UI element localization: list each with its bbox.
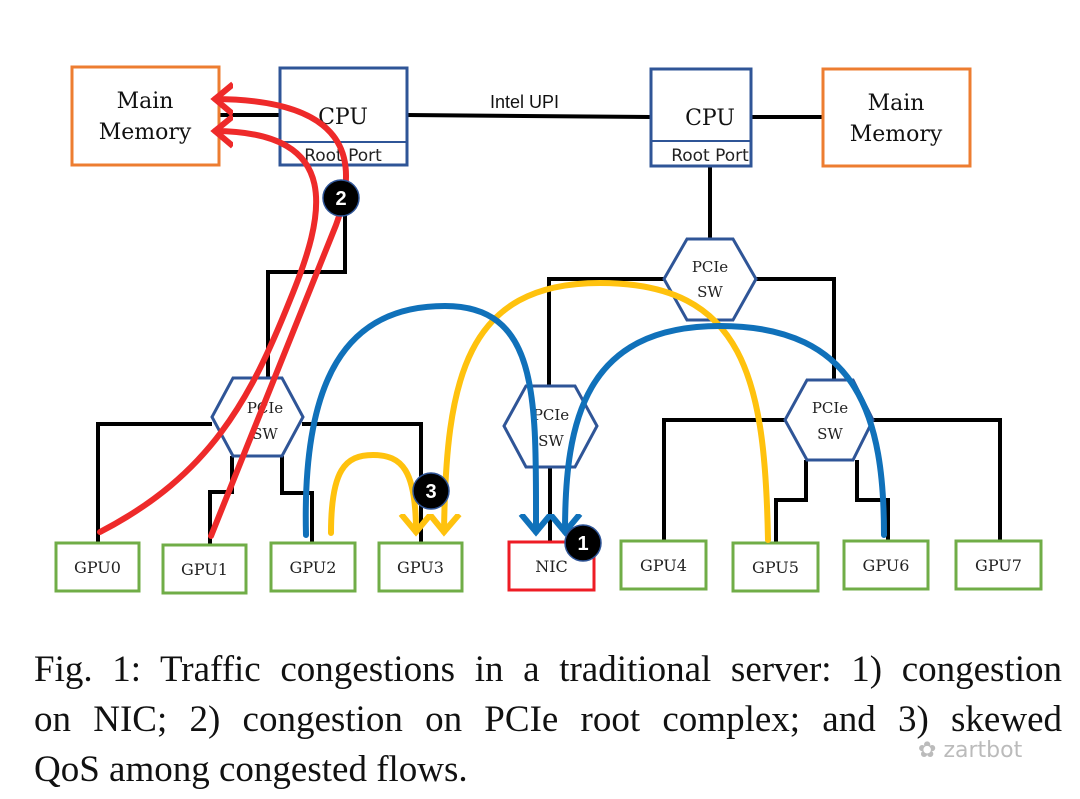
yellow-flow-gpu5-to-gpu3 bbox=[444, 279, 771, 543]
badge-number: 3 bbox=[425, 481, 436, 503]
switch-label: SW bbox=[538, 432, 564, 450]
badge-number: 2 bbox=[335, 188, 346, 210]
right-cpu: CPU Root Port bbox=[649, 67, 753, 168]
watermark-text: zartbot bbox=[943, 738, 1023, 763]
gpu-box: GPU5 bbox=[731, 541, 820, 593]
wires bbox=[96, 113, 1002, 545]
gpu-box: GPU3 bbox=[377, 541, 464, 593]
memory-label-line2: Memory bbox=[850, 122, 943, 147]
pcie-switch: PCIe SW bbox=[662, 237, 758, 322]
intel-upi-label: Intel UPI bbox=[490, 92, 559, 112]
blue-flow-gpu6-to-nic bbox=[565, 322, 887, 538]
memory-label-line1: Main bbox=[868, 91, 925, 116]
badge-congestion-2: 2 bbox=[322, 179, 360, 217]
memory-label-line1: Main bbox=[117, 89, 174, 114]
gpu-label: GPU0 bbox=[74, 558, 121, 577]
cpu-label: CPU bbox=[685, 106, 735, 131]
switch-label: SW bbox=[252, 425, 278, 443]
root-port-label: Root Port bbox=[671, 146, 749, 166]
gpu-label: GPU3 bbox=[397, 558, 444, 577]
caption-line: Fig. 1: Traffic congestions in a traditi… bbox=[34, 649, 1062, 690]
gpu-label: GPU4 bbox=[640, 556, 687, 575]
upi-link bbox=[406, 113, 651, 119]
gpu-label: GPU1 bbox=[181, 560, 228, 579]
gpu-box: GPU1 bbox=[161, 543, 248, 595]
blue-flow-gpu2-to-nic bbox=[302, 302, 536, 538]
gpu-box: GPU6 bbox=[842, 539, 930, 591]
gpu-label: GPU5 bbox=[752, 558, 799, 577]
red-flow-gpu0-to-memory bbox=[97, 131, 320, 535]
watermark: ✿ zartbot bbox=[918, 738, 1023, 763]
caption-line: on NIC; 2) congestion on PCIe root compl… bbox=[34, 699, 1062, 740]
nic-label: NIC bbox=[535, 557, 568, 576]
caption-line: QoS among congested flows. bbox=[34, 749, 468, 790]
gpu-box: GPU2 bbox=[269, 541, 357, 593]
figure-caption: Fig. 1: Traffic congestions in a traditi… bbox=[34, 645, 1062, 795]
switch-label: PCIe bbox=[692, 258, 728, 276]
right-main-memory: Main Memory bbox=[821, 67, 972, 168]
yellow-flow-gpu2-to-gpu3 bbox=[328, 451, 416, 533]
gpu-box: GPU4 bbox=[619, 539, 708, 591]
server-topology-diagram: Main Memory CPU Root Port Intel UPI CPU … bbox=[54, 65, 1043, 595]
gpu-box: GPU0 bbox=[54, 541, 141, 593]
gpu-label: GPU7 bbox=[975, 556, 1022, 575]
left-main-memory: Main Memory bbox=[70, 65, 221, 167]
flows bbox=[97, 99, 887, 543]
memory-label-line2: Memory bbox=[99, 120, 192, 145]
gpu-label: GPU6 bbox=[863, 556, 910, 575]
badge-congestion-1: 1 bbox=[564, 524, 602, 562]
devices: GPU0 GPU1 GPU2 GPU3 NIC GPU4 GPU5 GPU6 GPU7 bbox=[54, 539, 1043, 595]
switch-label: SW bbox=[697, 283, 723, 301]
gpu-box: GPU7 bbox=[954, 539, 1043, 591]
switch-label: PCIe bbox=[533, 406, 569, 424]
badge-number: 1 bbox=[577, 533, 588, 555]
gpu-label: GPU2 bbox=[290, 558, 337, 577]
badge-congestion-3: 3 bbox=[412, 472, 450, 510]
switch-label: SW bbox=[817, 425, 843, 443]
switch-label: PCIe bbox=[812, 399, 848, 417]
